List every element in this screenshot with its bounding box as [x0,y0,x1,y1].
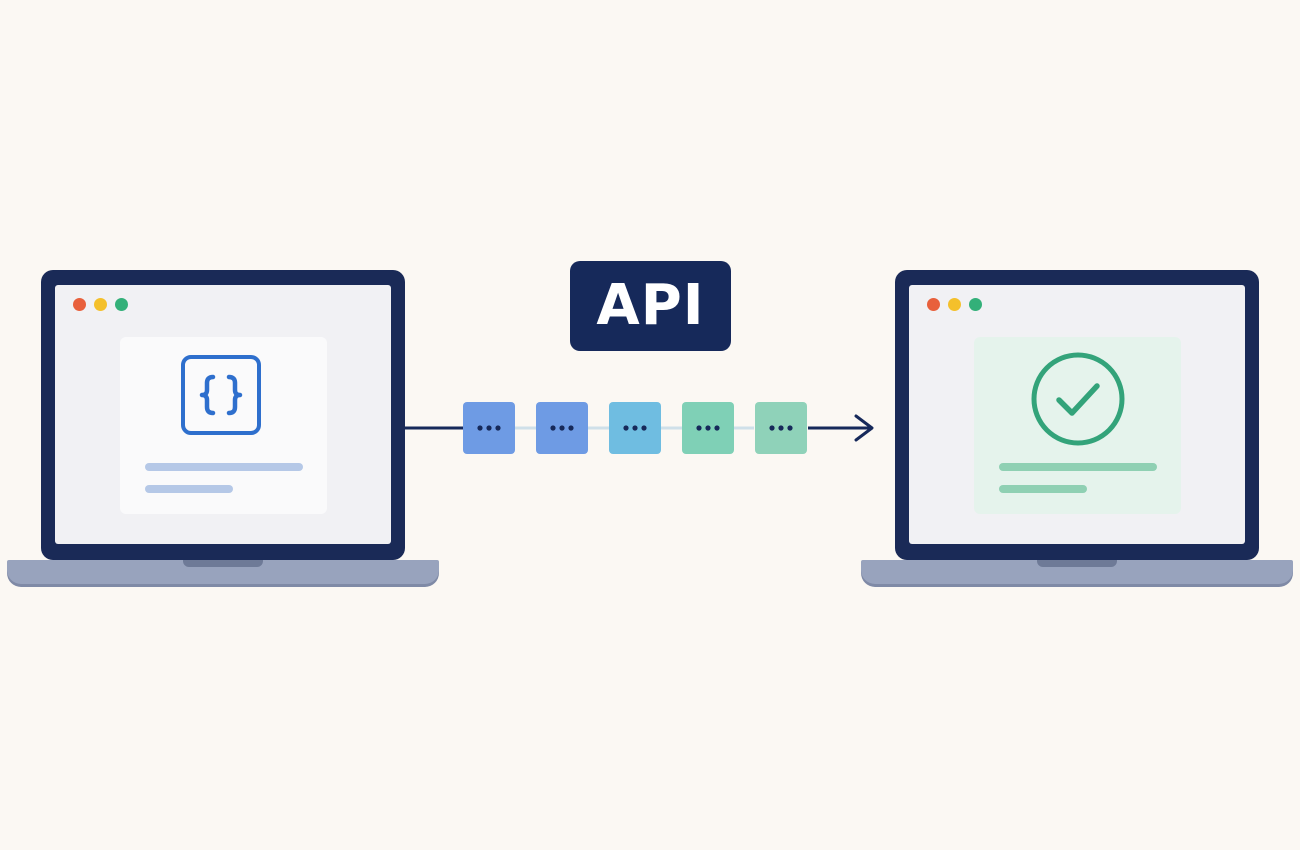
packet-dot [714,425,720,431]
content-line [145,485,233,493]
packet-dot [477,425,483,431]
client-laptop [7,270,439,586]
data-packet [755,402,807,454]
data-packet [463,402,515,454]
window-minimize-dot [94,298,107,311]
curly-braces-icon [181,355,261,435]
packet-dot [778,425,784,431]
laptop-base [7,560,439,584]
window-maximize-dot [969,298,982,311]
content-line [145,463,303,471]
packet-dot [568,425,574,431]
packet-dot [705,425,711,431]
window-minimize-dot [948,298,961,311]
laptop-screen [909,285,1245,544]
packet-dot [787,425,793,431]
packet-dot [632,425,638,431]
laptop-bezel [41,270,405,560]
packet-dot [623,425,629,431]
packet-dot [559,425,565,431]
arrow-head-icon [854,414,874,442]
content-line [999,463,1157,471]
packet-dot [696,425,702,431]
content-line [999,485,1087,493]
laptop-bezel [895,270,1259,560]
packet-dot [769,425,775,431]
laptop-notch [183,560,263,567]
data-packet [682,402,734,454]
check-circle-icon [1031,352,1125,446]
code-card [120,337,327,514]
api-badge: API [570,261,731,351]
packet-dot [486,425,492,431]
laptop-base [861,560,1293,584]
window-controls [927,298,982,311]
packet-dot [641,425,647,431]
success-card [974,337,1181,514]
window-controls [73,298,128,311]
packet-dot [550,425,556,431]
window-close-dot [927,298,940,311]
packet-dot [495,425,501,431]
laptop-screen [55,285,391,544]
laptop-notch [1037,560,1117,567]
data-packet [609,402,661,454]
window-maximize-dot [115,298,128,311]
data-packet [536,402,588,454]
server-laptop [861,270,1293,586]
window-close-dot [73,298,86,311]
packet-group [463,402,807,454]
